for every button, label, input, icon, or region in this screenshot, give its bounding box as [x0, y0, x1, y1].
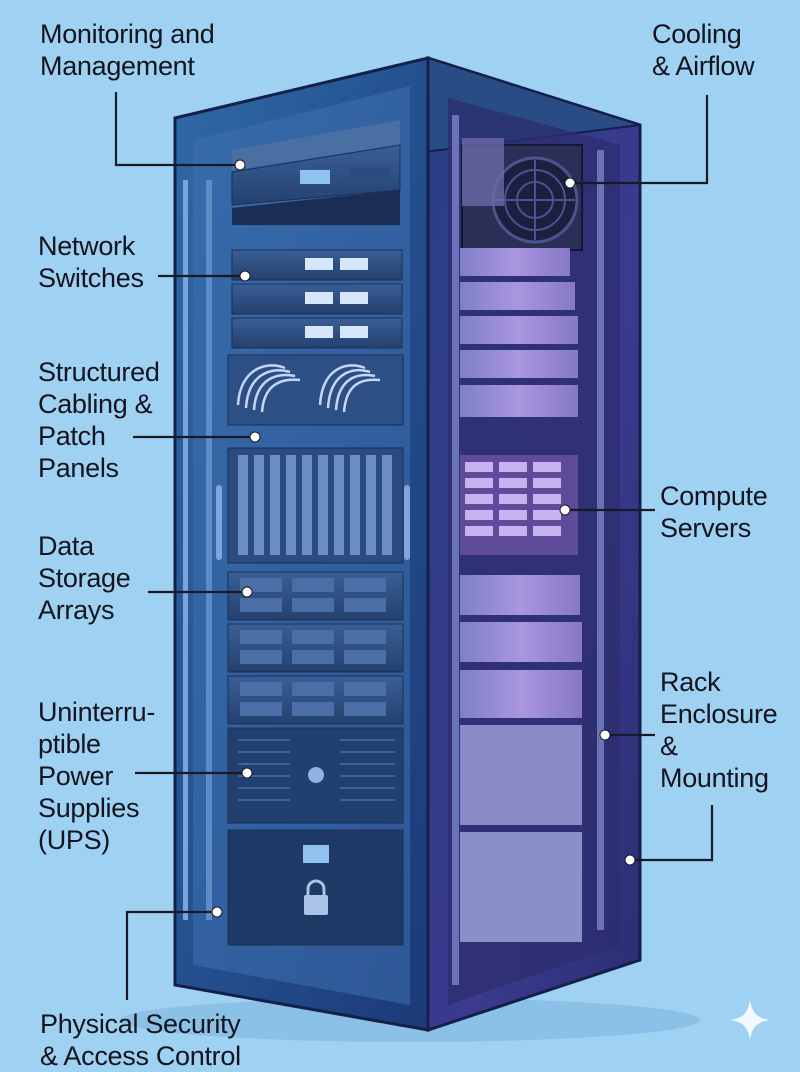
padlock-icon — [304, 879, 328, 915]
leader-dots — [211, 159, 636, 918]
front-rail-right — [183, 180, 188, 920]
label-compute: Compute Servers — [660, 481, 768, 543]
monitoring-units — [231, 120, 401, 225]
storage-arrays — [227, 447, 404, 725]
door-handle-2 — [404, 485, 410, 560]
leader-monitoring — [114, 92, 240, 167]
front-rail-left — [206, 180, 212, 920]
cooling-fan — [461, 138, 583, 251]
compute-servers — [460, 248, 582, 942]
label-network: Network Switches — [38, 231, 144, 293]
leader-lines — [114, 92, 714, 1000]
label-rack: Rack Enclosure & Mounting — [660, 667, 778, 793]
patch-panel — [227, 354, 404, 426]
sparkle-icon — [730, 1000, 770, 1040]
mounting-rail-right — [597, 150, 604, 930]
label-monitoring: Monitoring and Management — [40, 19, 215, 81]
ups-unit — [227, 727, 404, 824]
label-cabling: Structured Cabling & Patch Panels — [38, 357, 160, 483]
network-switch-stack — [231, 249, 403, 349]
label-storage: Data Storage Arrays — [38, 531, 131, 625]
leader-security — [125, 910, 217, 1000]
security-cabinet — [227, 829, 404, 946]
mounting-rail-left — [452, 115, 459, 985]
label-ups: Uninterru- ptible Power Supplies (UPS) — [38, 697, 156, 855]
label-cooling: Cooling & Airflow — [652, 19, 755, 81]
label-security: Physical Security & Access Control — [40, 1009, 241, 1071]
leader-rack-2 — [630, 805, 714, 862]
door-handle — [216, 485, 222, 560]
leader-cooling — [570, 95, 709, 185]
